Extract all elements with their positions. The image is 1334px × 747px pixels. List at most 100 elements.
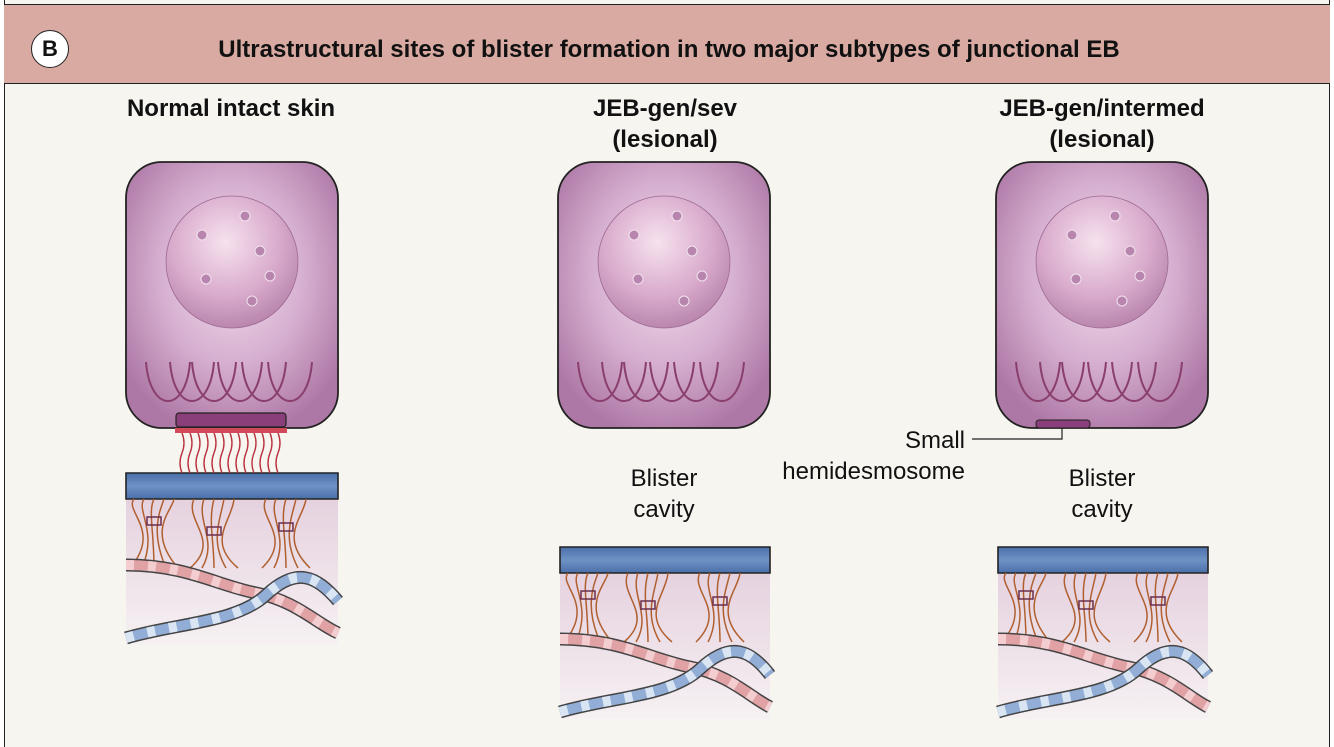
keratin-filament bbox=[1137, 361, 1183, 402]
anchoring-filament bbox=[251, 432, 257, 474]
basement-membrane bbox=[125, 472, 339, 500]
column-title-jeb-gen-intermed-line1: JEB-gen/intermed bbox=[999, 95, 1205, 122]
anchoring-fibril bbox=[595, 572, 613, 643]
panel-header: B Ultrastructural sites of blister forma… bbox=[4, 4, 1330, 84]
basal-keratinocyte-jeb-gen-intermed bbox=[995, 161, 1209, 429]
blister-cavity-label-sev: Blister cavity bbox=[584, 463, 744, 525]
anchoring-fibril bbox=[216, 498, 227, 569]
fibril-crossband bbox=[1150, 596, 1166, 606]
anchoring-fibril bbox=[722, 572, 733, 643]
anchoring-fibril bbox=[727, 572, 745, 643]
keratin-filament bbox=[1061, 361, 1107, 402]
anchoring-fibril bbox=[1061, 572, 1076, 643]
nuclear-granule bbox=[696, 270, 708, 282]
column-title-jeb-gen-intermed: JEB-gen/intermed (lesional) bbox=[960, 93, 1244, 155]
anchoring-fibril bbox=[210, 498, 215, 569]
nuclear-granule bbox=[1124, 245, 1136, 257]
anchoring-fibril bbox=[150, 498, 155, 569]
collagen-fiber-pink bbox=[125, 558, 341, 639]
nuclear-granule bbox=[1134, 270, 1146, 282]
nuclear-granule bbox=[671, 210, 683, 222]
anchoring-fibril bbox=[650, 572, 661, 643]
nuclear-granule bbox=[1066, 229, 1078, 241]
anchoring-fibril bbox=[201, 498, 209, 569]
anchoring-fibril bbox=[161, 498, 179, 569]
keratin-filament bbox=[217, 361, 263, 402]
collagen-fiber-pink bbox=[559, 632, 774, 713]
anchoring-fibril bbox=[1165, 572, 1183, 643]
small-hemidesmosome-label-line2: hemidesmosome bbox=[782, 458, 965, 485]
anchoring-fibril bbox=[1160, 572, 1171, 643]
collagen-fiber-blue-bands bbox=[558, 646, 774, 717]
nuclear-granule bbox=[246, 295, 258, 307]
anchoring-filament bbox=[219, 432, 225, 474]
dermis-normal bbox=[124, 472, 343, 645]
anchoring-fibril bbox=[288, 498, 299, 569]
anchoring-fibril bbox=[1133, 572, 1148, 643]
anchoring-fibril bbox=[189, 498, 204, 569]
basement-membrane bbox=[997, 546, 1209, 574]
column-title-jeb-gen-sev-line2: (lesional) bbox=[612, 126, 718, 153]
keratin-filament bbox=[577, 361, 623, 402]
anchoring-filament bbox=[187, 432, 193, 474]
anchoring-fibril bbox=[1082, 572, 1087, 643]
nuclear-granule bbox=[196, 229, 208, 241]
blister-cavity-label-sev-line1: Blister bbox=[630, 465, 698, 492]
subbasal-dense-plate bbox=[175, 428, 287, 433]
anchoring-fibril bbox=[282, 498, 287, 569]
collagen-fiber-blue bbox=[996, 645, 1214, 719]
keratin-filament bbox=[145, 361, 191, 402]
collagen-fiber-blue bbox=[558, 645, 776, 719]
anchoring-fibril bbox=[575, 572, 583, 643]
anchoring-filament bbox=[179, 432, 185, 474]
small-hemidesmosome-label: Small hemidesmosome bbox=[760, 425, 965, 487]
keratin-filament bbox=[241, 361, 287, 402]
keratin-filament bbox=[699, 361, 745, 402]
fibril-crossband bbox=[580, 590, 596, 600]
fibril-crossband bbox=[1018, 590, 1034, 600]
anchoring-fibril bbox=[584, 572, 589, 643]
blister-cavity-label-intermed-line1: Blister bbox=[1068, 465, 1136, 492]
blister-cavity-label-sev-line2: cavity bbox=[633, 496, 695, 523]
nuclear-granule bbox=[686, 245, 698, 257]
anchoring-fibril bbox=[1145, 572, 1153, 643]
keratin-filament bbox=[649, 361, 695, 402]
keratin-filament bbox=[1087, 361, 1133, 402]
anchoring-fibril bbox=[1073, 572, 1081, 643]
blister-cavity-label-intermed-line2: cavity bbox=[1071, 496, 1133, 523]
anchoring-filament bbox=[195, 432, 201, 474]
nuclear-granule bbox=[239, 210, 251, 222]
panel-title: Ultrastructural sites of blister formati… bbox=[218, 36, 1120, 63]
nucleus bbox=[1035, 195, 1169, 329]
anchoring-fibril bbox=[590, 572, 601, 643]
anchoring-filament bbox=[235, 432, 241, 474]
anchoring-filament bbox=[227, 432, 233, 474]
anchoring-fibril bbox=[623, 572, 638, 643]
fibril-crossband bbox=[712, 596, 728, 606]
hemidesmosome-leader-line bbox=[972, 428, 1063, 440]
nuclear-granule bbox=[1109, 210, 1121, 222]
anchoring-fibril bbox=[141, 498, 149, 569]
anchoring-fibril bbox=[1093, 572, 1111, 643]
keratin-filament bbox=[601, 361, 647, 402]
dermis-jeb-gen-sev bbox=[558, 546, 776, 719]
column-title-jeb-gen-sev-line1: JEB-gen/sev bbox=[592, 95, 738, 122]
anchoring-fibril bbox=[1001, 572, 1016, 643]
nuclear-granule bbox=[1116, 295, 1128, 307]
fibril-crossband bbox=[206, 526, 222, 536]
keratin-filament bbox=[1111, 361, 1157, 402]
nuclear-granule bbox=[1070, 273, 1082, 285]
column-title-jeb-gen-sev: JEB-gen/sev (lesional) bbox=[534, 93, 796, 155]
nuclear-granule bbox=[678, 295, 690, 307]
collagen-fiber-blue bbox=[124, 571, 343, 645]
anchoring-fibril bbox=[644, 572, 649, 643]
basement-membrane bbox=[559, 546, 771, 574]
nuclear-granule bbox=[264, 270, 276, 282]
anchoring-filament bbox=[243, 432, 249, 474]
basal-keratinocyte-jeb-gen-sev bbox=[557, 161, 771, 429]
nuclear-granule bbox=[254, 245, 266, 257]
anchoring-fibril bbox=[635, 572, 643, 643]
fibril-crossband bbox=[278, 522, 294, 532]
anchoring-fibril bbox=[716, 572, 721, 643]
